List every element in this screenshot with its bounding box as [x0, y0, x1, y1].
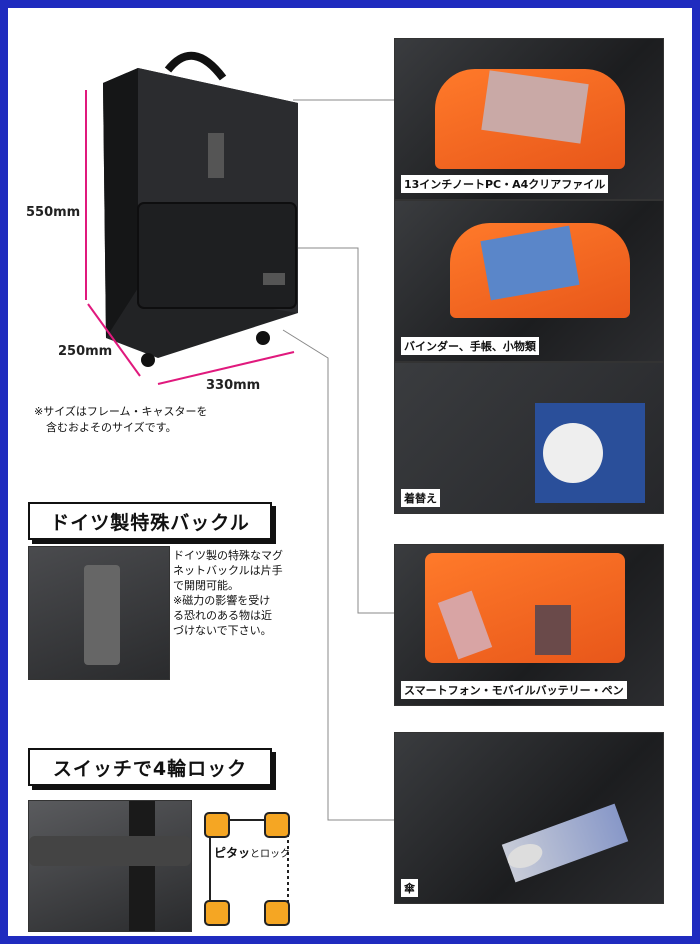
bag-illustration: [85, 51, 394, 821]
size-note: ※サイズはフレーム・キャスターを 含むおよそのサイズです。: [34, 404, 208, 436]
lock-heading: スイッチで4輪ロック: [28, 748, 272, 786]
buckle-desc-line: ドイツ製の特殊なマグ: [173, 549, 283, 562]
depth-dimension: 250mm: [58, 344, 113, 359]
battery-shape: [535, 605, 571, 655]
buckle-photo: [28, 546, 170, 680]
lock-photo: [28, 800, 192, 932]
buckle-desc-line: づけないで下さい。: [173, 624, 272, 637]
lock-handle-shape: [129, 801, 155, 931]
photo-umbrella-compartment: 傘: [394, 732, 664, 904]
caption-clothes: 着替え: [401, 489, 440, 507]
photo-laptop-compartment: 13インチノートPC・A4クリアファイル: [394, 38, 664, 200]
height-dimension: 550mm: [26, 205, 81, 220]
size-note-line: ※サイズはフレーム・キャスターを: [34, 405, 208, 418]
wheel-icon: [204, 812, 230, 838]
lock-switch-shape: [29, 836, 191, 866]
width-dimension: 330mm: [206, 378, 261, 393]
caption-laptop: 13インチノートPC・A4クリアファイル: [401, 175, 609, 193]
photo-phone-compartment: スマートフォン・モバイルバッテリー・ペン: [394, 544, 664, 706]
wheel-icon: [264, 900, 290, 926]
buckle-desc-line: で開閉可能。: [173, 579, 239, 592]
buckle-desc-line: ※磁力の影響を受け: [173, 594, 271, 607]
photo-clothes-compartment: 着替え: [394, 362, 664, 514]
shirt-shape: [543, 423, 603, 483]
umbrella-shape: [501, 803, 629, 883]
buckle-shape: [84, 565, 120, 665]
wheel-icon: [264, 812, 290, 838]
photo-binder-compartment: バインダー、手帳、小物類: [394, 200, 664, 362]
buckle-desc-line: る恐れのある物は近: [173, 609, 272, 622]
pita-label: ピタッ: [214, 846, 251, 860]
page-frame: 550mm 250mm 330mm ※サイズはフレーム・キャスターを 含むおよそ…: [8, 8, 692, 936]
caption-binder: バインダー、手帳、小物類: [401, 337, 539, 355]
size-note-line: 含むおよそのサイズです。: [46, 421, 177, 434]
caption-umbrella: 傘: [401, 879, 418, 897]
caption-phone: スマートフォン・モバイルバッテリー・ペン: [401, 681, 627, 699]
wheel-icon: [204, 900, 230, 926]
to-lock-label: とロック: [250, 849, 291, 860]
buckle-desc-line: ネットバックルは片手: [173, 564, 283, 577]
pita-lock-text: ピタッとロック: [214, 844, 290, 861]
buckle-description: ドイツ製の特殊なマグ ネットバックルは片手 で開閉可能。 ※磁力の影響を受け る…: [173, 548, 283, 638]
buckle-heading: ドイツ製特殊バックル: [28, 502, 272, 540]
